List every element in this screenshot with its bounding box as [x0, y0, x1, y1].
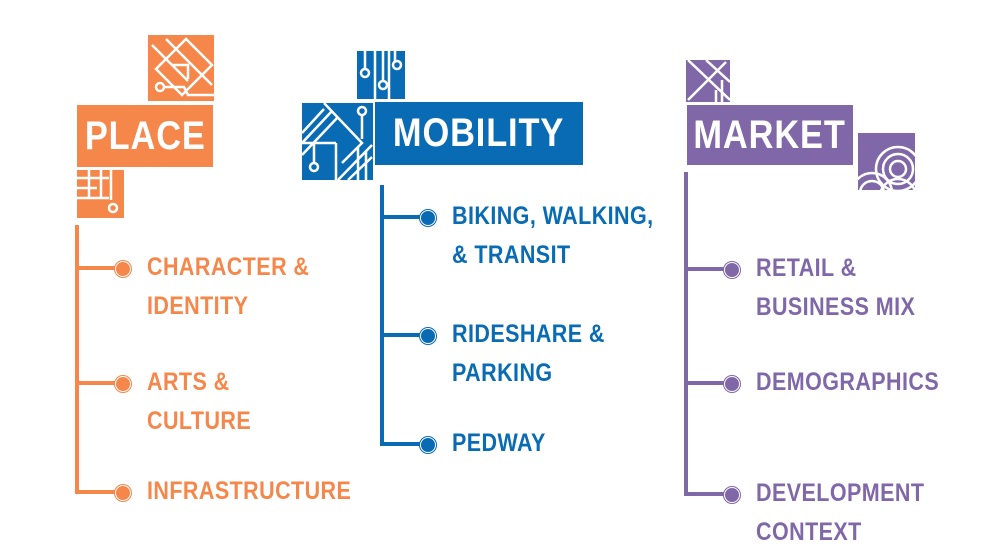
- mobility-item-label: RIDESHARE & PARKING: [452, 320, 605, 387]
- place-item-label: ARTS & CULTURE: [147, 368, 252, 435]
- place-trunk-line: [75, 225, 79, 494]
- market-item-label: DEMOGRAPHICS: [756, 368, 940, 396]
- market-branch-line: [686, 267, 728, 271]
- market-item-label: RETAIL & BUSINESS MIX: [756, 254, 916, 321]
- place-branch-line: [77, 266, 119, 270]
- pie-icon: [420, 328, 436, 344]
- mobility-trunk-line: [380, 185, 384, 446]
- market-pattern-tile-top: [686, 60, 730, 102]
- fan-icon: [724, 262, 740, 278]
- market-branch-line: [686, 492, 728, 496]
- market-branch-line: [686, 381, 728, 385]
- mobility-branch-line: [382, 215, 424, 219]
- cross-icon: [724, 487, 740, 503]
- place-pattern-tile-bottom: [77, 170, 124, 218]
- grid-icon: [115, 376, 131, 392]
- mobility-pattern-tile-left: [302, 103, 373, 180]
- market-header: MARKET: [687, 105, 853, 165]
- place-item-label: INFRASTRUCTURE: [147, 477, 352, 505]
- mobility-branch-line: [382, 333, 424, 337]
- market-pattern-tile-right: [858, 133, 915, 190]
- market-title: MARKET: [693, 112, 847, 157]
- market-trunk-line: [684, 172, 688, 496]
- sunburst-icon: [115, 485, 131, 501]
- mobility-item-label: PEDWAY: [452, 429, 546, 457]
- place-header: PLACE: [77, 105, 213, 167]
- shell-icon: [115, 261, 131, 277]
- market-item-label: DEVELOPMENT CONTEXT: [756, 479, 925, 546]
- mobility-item-label: BIKING, WALKING, & TRANSIT: [452, 202, 654, 269]
- mobility-title: MOBILITY: [393, 111, 565, 155]
- diamond-icon: [420, 437, 436, 453]
- mobility-pattern-tile-top: [357, 51, 405, 99]
- gear-icon: [724, 376, 740, 392]
- mobility-branch-line: [382, 442, 424, 446]
- place-item-label: CHARACTER & IDENTITY: [147, 253, 310, 320]
- place-pattern-tile-top: [148, 35, 214, 101]
- mobility-header: MOBILITY: [375, 102, 583, 165]
- star-compass-icon: [420, 210, 436, 226]
- place-title: PLACE: [84, 113, 206, 158]
- place-branch-line: [77, 490, 119, 494]
- place-branch-line: [77, 381, 119, 385]
